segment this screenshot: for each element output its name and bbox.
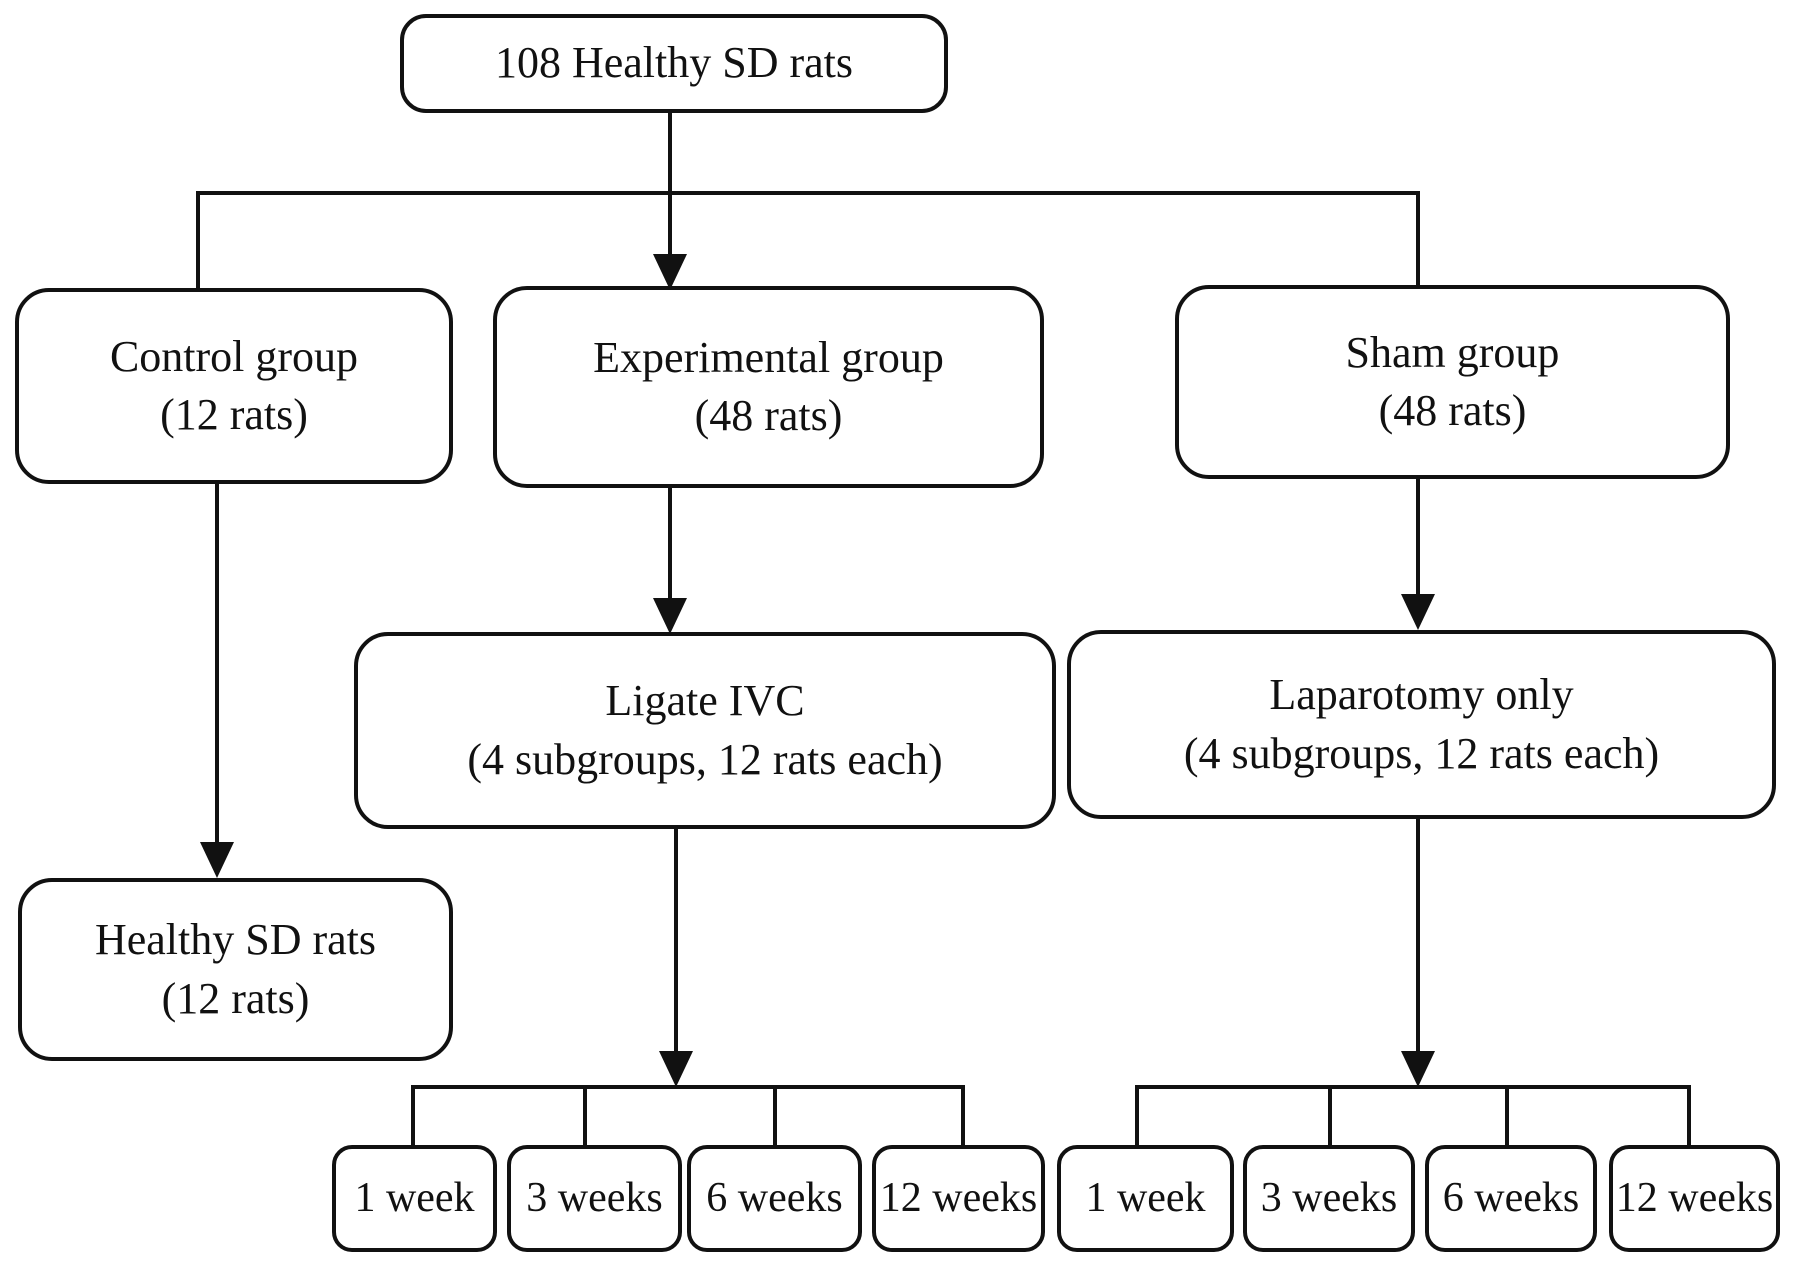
connector-ligate-fan-rail (411, 1085, 965, 1089)
ligate-1-week-label: 1 week (354, 1174, 475, 1221)
box-control-group: Control group (12 rats) (15, 288, 453, 484)
control-group-label: Control group (109, 331, 359, 381)
connector-laparotomy-drop-3weeks (1328, 1085, 1332, 1145)
connector-ligate-drop-3weeks (583, 1085, 587, 1145)
laparotomy-12-weeks-label: 12 weeks (1615, 1174, 1774, 1221)
arrowhead-into-healthy (200, 842, 234, 878)
sham-group-label: Sham group (1345, 327, 1560, 377)
sham-group-count: (48 rats) (1378, 386, 1527, 435)
control-group-count: (12 rats) (160, 390, 308, 439)
connector-laparotomy-drop-1week (1135, 1085, 1139, 1145)
connector-ligate-drop-1week (411, 1085, 415, 1145)
connector-laparotomy-drop-6weeks (1505, 1085, 1509, 1145)
healthy-sd-rats-count: (12 rats) (161, 973, 310, 1023)
box-laparotomy-12-weeks: 12 weeks (1609, 1145, 1780, 1252)
box-ligate-3-weeks: 3 weeks (507, 1145, 682, 1252)
experimental-group-label: Experimental group (593, 332, 944, 382)
box-total-rats-label: 108 Healthy SD rats (494, 38, 854, 88)
connector-sham-to-laparotomy (1416, 477, 1420, 598)
box-healthy-sd-rats: Healthy SD rats (12 rats) (18, 878, 453, 1061)
connector-distribution-rail (198, 191, 1420, 195)
box-ligate-ivc: Ligate IVC (4 subgroups, 12 rats each) (354, 632, 1056, 829)
box-sham-group: Sham group (48 rats) (1175, 285, 1730, 479)
ligate-ivc-detail: (4 subgroups, 12 rats each) (467, 734, 943, 784)
box-laparotomy-1-week: 1 week (1057, 1145, 1234, 1252)
box-laparotomy-6-weeks: 6 weeks (1425, 1145, 1597, 1252)
connector-ligate-to-fan (674, 829, 678, 1053)
connector-ligate-drop-12weeks (961, 1085, 965, 1145)
laparotomy-1-week-label: 1 week (1085, 1174, 1206, 1221)
connector-ligate-drop-6weeks (773, 1085, 777, 1145)
connector-control-to-healthy (215, 484, 219, 846)
box-laparotomy-only: Laparotomy only (4 subgroups, 12 rats ea… (1067, 630, 1776, 819)
ligate-3-weeks-label: 3 weeks (526, 1174, 663, 1221)
arrowhead-ligate-fan (659, 1051, 693, 1087)
box-experimental-group: Experimental group (48 rats) (493, 286, 1044, 488)
laparotomy-only-label: Laparotomy only (1269, 670, 1574, 720)
connector-experimental-to-ligate (668, 486, 672, 602)
laparotomy-only-detail: (4 subgroups, 12 rats each) (1183, 728, 1660, 778)
laparotomy-6-weeks-label: 6 weeks (1442, 1174, 1580, 1221)
box-ligate-12-weeks: 12 weeks (872, 1145, 1045, 1252)
connector-root-down (668, 112, 672, 258)
connector-laparotomy-fan-rail (1135, 1085, 1691, 1089)
experimental-group-count: (48 rats) (694, 391, 843, 440)
ligate-12-weeks-label: 12 weeks (879, 1174, 1038, 1221)
arrowhead-into-experimental (653, 254, 687, 290)
box-ligate-6-weeks: 6 weeks (687, 1145, 862, 1252)
arrowhead-into-ligate (653, 598, 687, 634)
box-total-rats: 108 Healthy SD rats (400, 14, 948, 113)
box-laparotomy-3-weeks: 3 weeks (1243, 1145, 1415, 1252)
arrowhead-laparotomy-fan (1401, 1051, 1435, 1087)
box-ligate-1-week: 1 week (332, 1145, 497, 1252)
ligate-6-weeks-label: 6 weeks (706, 1174, 843, 1221)
connector-laparotomy-drop-12weeks (1687, 1085, 1691, 1145)
laparotomy-3-weeks-label: 3 weeks (1260, 1174, 1398, 1221)
connector-drop-control (196, 191, 200, 290)
ligate-ivc-label: Ligate IVC (605, 676, 805, 726)
arrowhead-into-laparotomy (1401, 594, 1435, 630)
healthy-sd-rats-label: Healthy SD rats (94, 915, 377, 965)
connector-drop-sham (1416, 191, 1420, 287)
connector-laparotomy-to-fan (1416, 819, 1420, 1053)
